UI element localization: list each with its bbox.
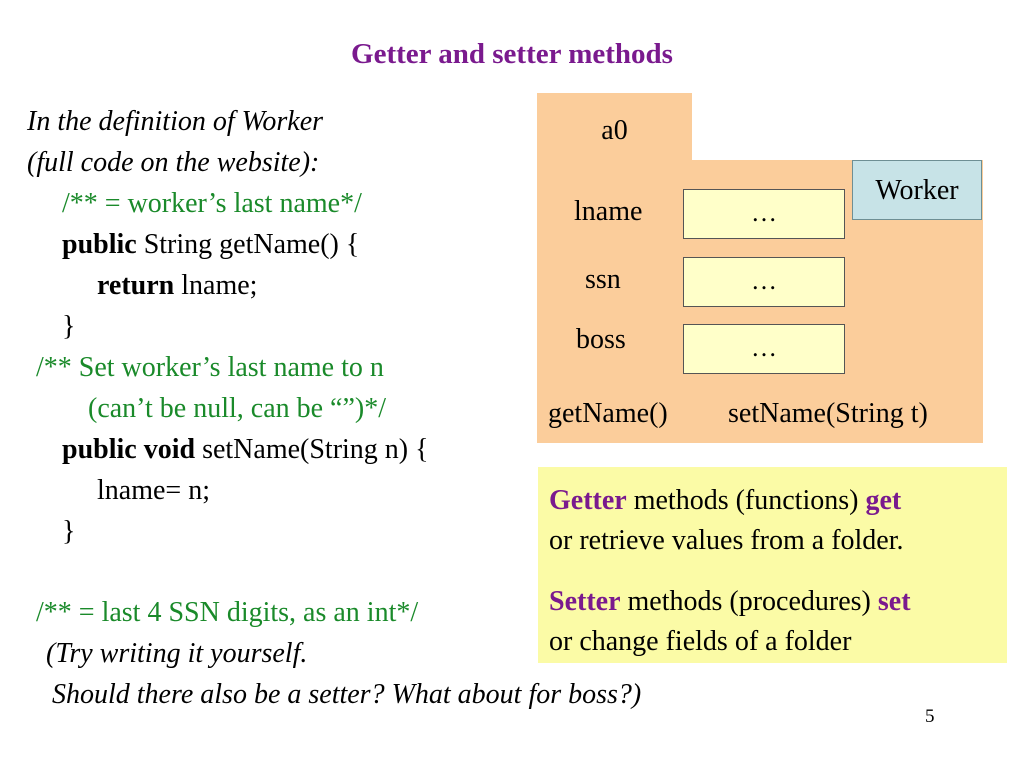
intro-line-2: (full code on the website): [27, 147, 320, 178]
field-label-lname: lname [574, 196, 643, 227]
method-getname: getName() [548, 398, 668, 429]
getter-explanation: Getter methods (functions) get or retriev… [549, 481, 995, 561]
setter-signature-text: setName(String n) { [195, 434, 429, 465]
set-keyword: set [877, 586, 911, 617]
class-name-box: Worker [852, 160, 982, 220]
setter-text-1: methods (procedures) [620, 586, 878, 617]
get-keyword: get [865, 485, 902, 516]
field-value-lname: … [683, 189, 845, 239]
getter-word: Getter [549, 485, 627, 516]
return-statement-text: lname; [174, 270, 258, 301]
page-number: 5 [925, 706, 935, 727]
setter-explanation: Setter methods (procedures) set or change… [549, 582, 995, 662]
keyword-public-void: public void [62, 434, 196, 465]
setter-close-brace: } [62, 516, 76, 547]
intro-line-1: In the definition of Worker [27, 106, 324, 137]
getter-comment: /** = worker’s last name*/ [62, 188, 362, 219]
getter-text-1: methods (functions) [626, 485, 866, 516]
setter-comment-2: (can’t be null, can be “”)*/ [88, 393, 387, 424]
field-value-boss: … [683, 324, 845, 374]
setter-text-2: or change fields of a folder [549, 626, 852, 657]
getter-signature: public String getName() { [62, 224, 359, 265]
getter-text-2: or retrieve values from a folder. [549, 525, 904, 556]
method-setname: setName(String t) [728, 398, 928, 429]
folder-tab [537, 93, 692, 163]
try-line-2: Should there also be a setter? What abou… [52, 679, 642, 710]
getter-signature-text: String getName() { [136, 229, 360, 260]
getter-close-brace: } [62, 311, 76, 342]
field-label-ssn: ssn [585, 264, 621, 295]
keyword-public: public [62, 229, 137, 260]
assign-statement: lname= n; [97, 475, 210, 506]
folder-name: a0 [601, 115, 628, 146]
slide-title: Getter and setter methods [351, 38, 673, 70]
field-value-ssn: … [683, 257, 845, 307]
explanation-note: Getter methods (functions) get or retriev… [538, 467, 1007, 663]
field-label-boss: boss [576, 324, 626, 355]
try-line-1: (Try writing it yourself. [46, 638, 308, 669]
setter-comment-1: /** Set worker’s last name to n [36, 352, 384, 383]
keyword-return: return [97, 270, 175, 301]
ssn-comment: /** = last 4 SSN digits, as an int*/ [36, 597, 419, 628]
setter-signature: public void setName(String n) { [62, 429, 429, 470]
setter-word: Setter [549, 586, 621, 617]
return-statement: return lname; [97, 265, 257, 306]
